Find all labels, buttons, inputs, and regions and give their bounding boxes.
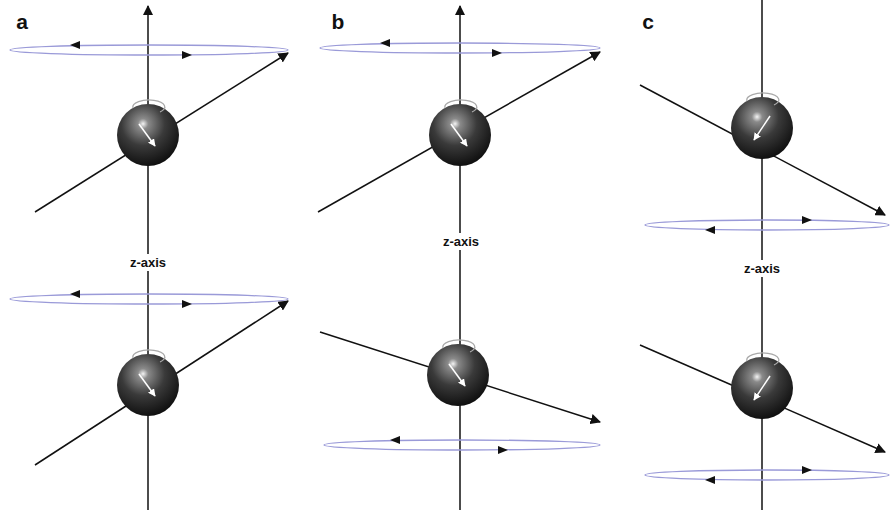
panel-letter: a — [16, 10, 28, 34]
axis-label: z-axis — [441, 233, 481, 250]
panel-letter: b — [332, 10, 345, 34]
axis-label: z-axis — [742, 260, 782, 277]
axis-label: z-axis — [128, 254, 168, 271]
panel-letter: c — [642, 10, 654, 34]
